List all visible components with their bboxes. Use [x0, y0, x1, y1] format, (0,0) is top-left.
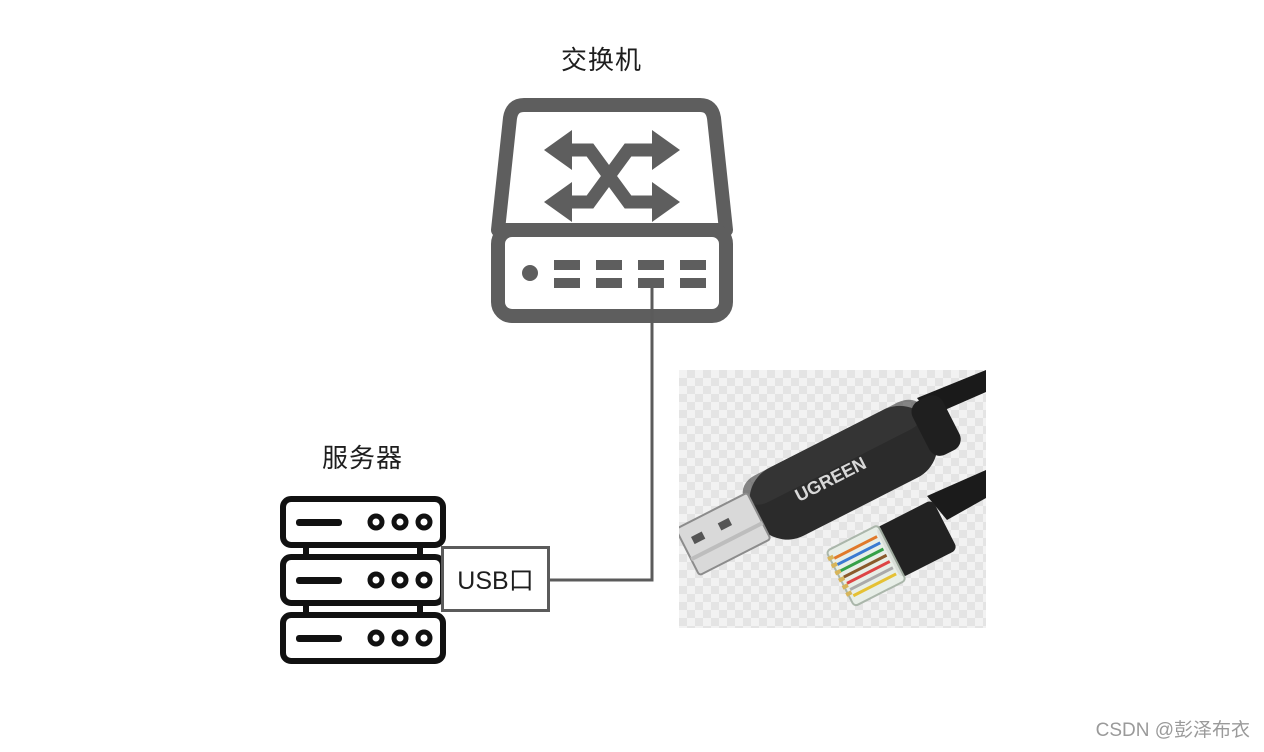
usb-to-rj45-console-cable-icon: UGREEN [679, 370, 986, 628]
usb-port-label: USB口 [457, 567, 534, 595]
connection-line [548, 288, 654, 582]
switch-label: 交换机 [561, 46, 643, 76]
server-label: 服务器 [322, 444, 404, 474]
usb-port-box: USB口 [441, 546, 550, 612]
watermark: CSDN @彭泽布衣 [1095, 720, 1250, 741]
server-rack-icon [280, 496, 446, 664]
network-switch-icon [491, 98, 733, 323]
